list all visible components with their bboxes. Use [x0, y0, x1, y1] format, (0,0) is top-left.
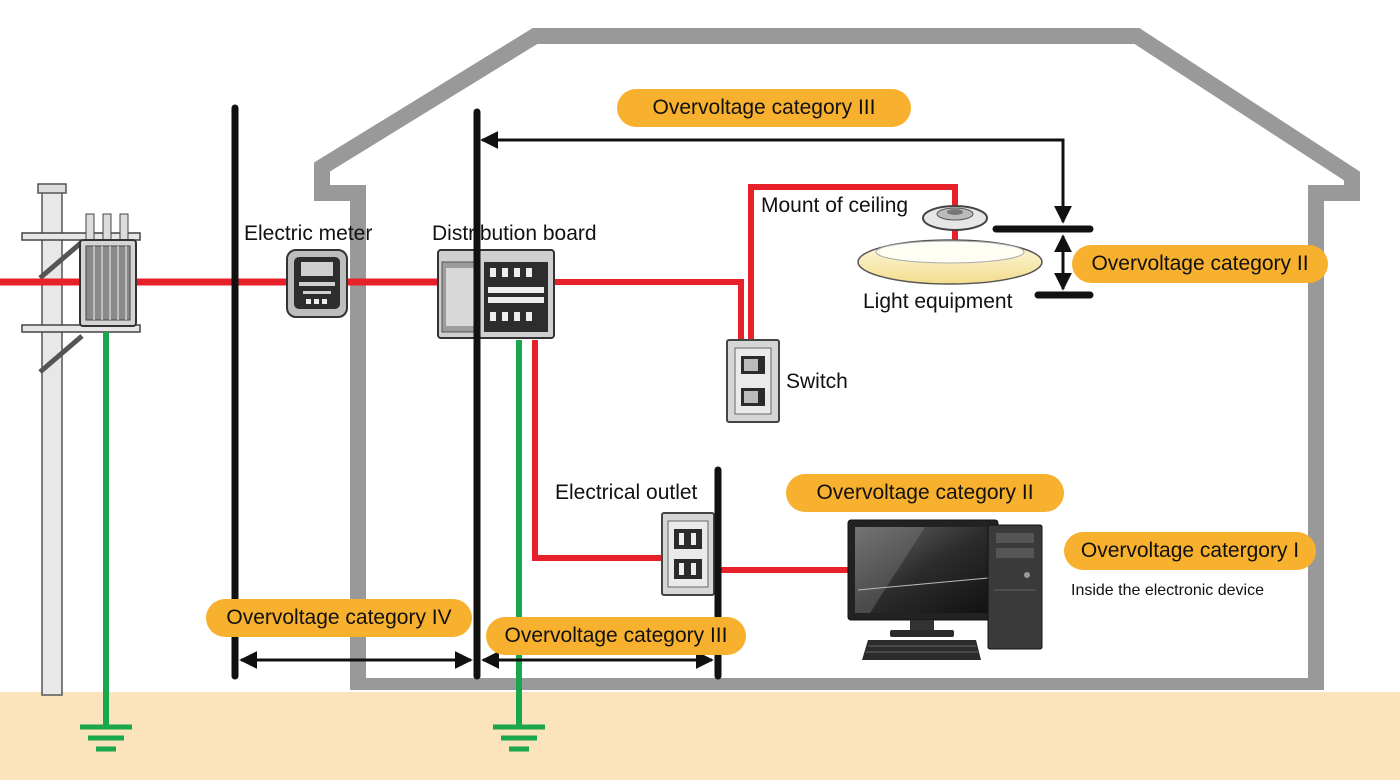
transformer-icon	[79, 213, 137, 327]
light-equipment-label: Light equipment	[863, 290, 1013, 313]
computer-monitor-icon	[847, 519, 999, 637]
distribution-board-label: Distribution board	[432, 222, 597, 245]
meter-icon	[286, 249, 348, 318]
electric-meter-label: Electric meter	[244, 222, 373, 245]
range-arrow-cat-iii-top	[480, 131, 1072, 224]
ceiling-light-icon	[857, 239, 1043, 285]
ground-symbol-icon	[80, 724, 132, 752]
category-ii-computer-pill: Overvoltage category II	[786, 474, 1064, 512]
outlet-feed-wire	[532, 340, 662, 561]
house-outline	[314, 28, 1360, 690]
electrical-outlet-label: Electrical outlet	[555, 481, 698, 504]
ceiling-mount-icon	[922, 205, 988, 231]
switch-label: Switch	[786, 370, 848, 393]
inside-device-note: Inside the electronic device	[1071, 582, 1264, 599]
ground-strip	[0, 692, 1400, 780]
category-iv-pill: Overvoltage category IV	[206, 599, 472, 637]
ground-symbol-icon	[493, 724, 545, 752]
category-ii-light-pill: Overvoltage category II	[1072, 245, 1328, 283]
category-i-pill: Overvoltage catergory I	[1064, 532, 1316, 570]
light-switch-icon	[726, 339, 780, 423]
breaker-panel-icon	[437, 249, 555, 339]
category-iii-bottom-pill: Overvoltage category III	[486, 617, 746, 655]
outlet-icon	[661, 512, 715, 596]
mount-of-ceiling-label: Mount of ceiling	[761, 194, 909, 217]
category-iii-top-pill: Overvoltage category III	[617, 89, 911, 127]
switch-feed-wire	[550, 279, 744, 342]
keyboard-icon	[862, 640, 981, 660]
pc-tower-icon	[987, 524, 1043, 650]
